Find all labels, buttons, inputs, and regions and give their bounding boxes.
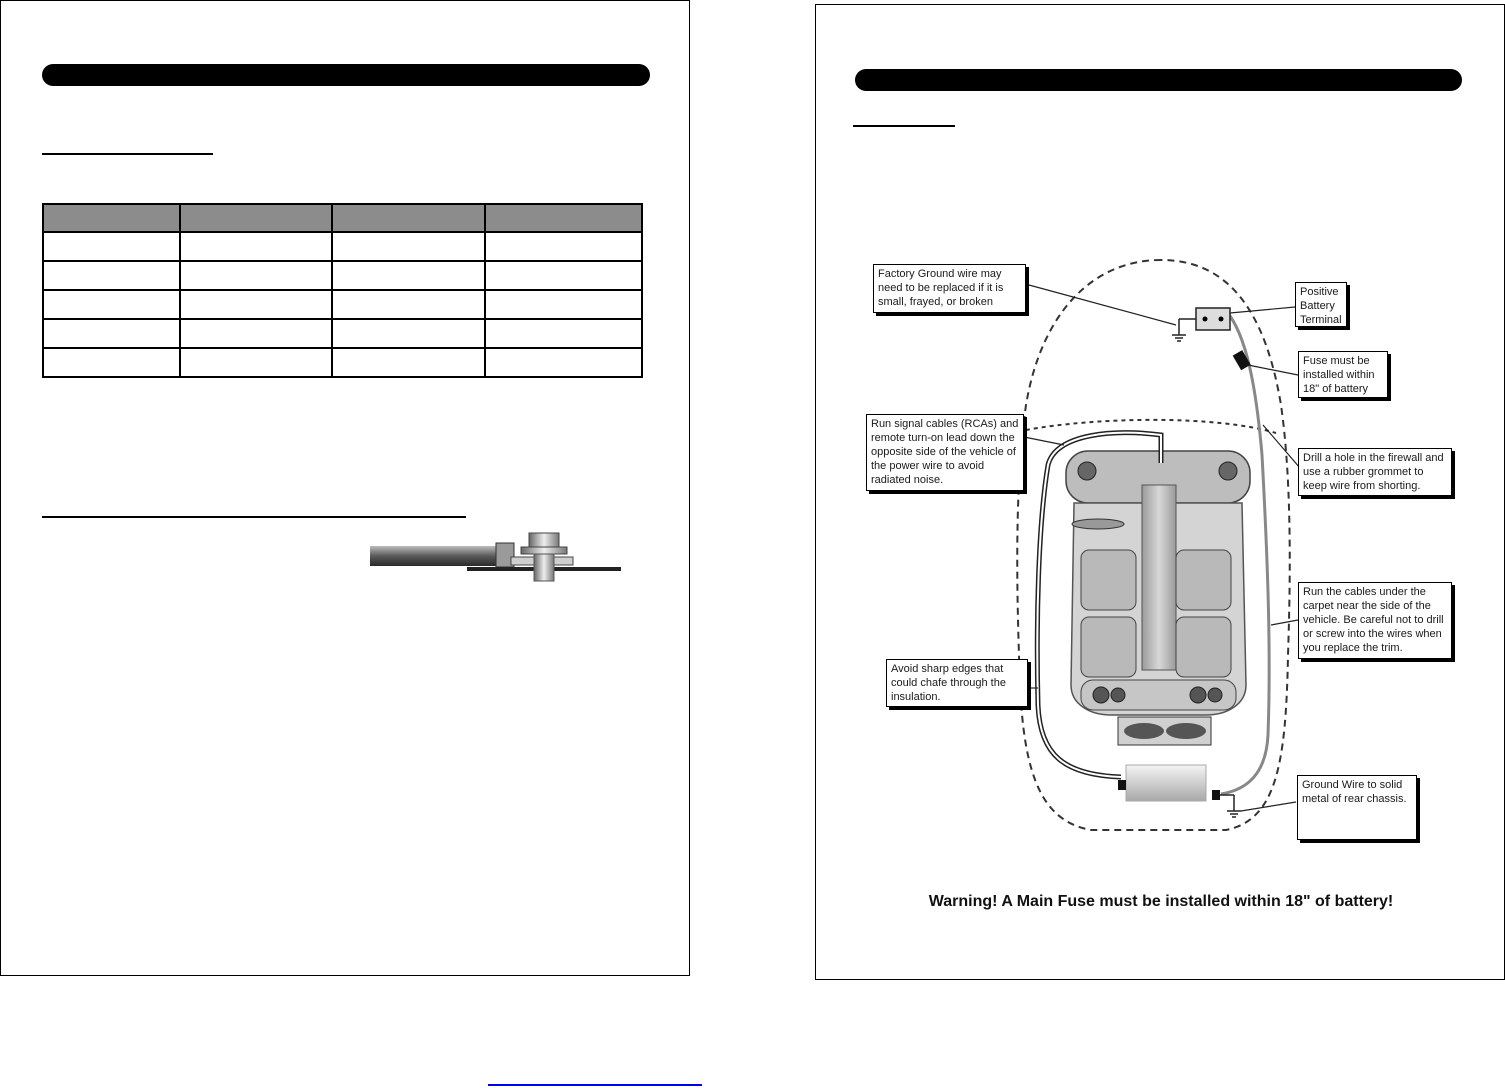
table-row xyxy=(42,259,643,291)
section-heading-underline xyxy=(42,516,466,518)
table-row xyxy=(42,346,643,379)
callout-firewall: Drill a hole in the firewall and use a r… xyxy=(1298,448,1452,496)
table-cell xyxy=(42,259,181,291)
table-cell xyxy=(179,317,333,349)
table-row xyxy=(42,288,643,320)
battery xyxy=(1195,307,1231,331)
table-cell xyxy=(484,317,643,349)
factory-ground-symbol xyxy=(1172,318,1196,342)
table-header-cell xyxy=(331,203,486,233)
table-cell xyxy=(42,288,181,320)
rear-speaker-left xyxy=(1092,686,1110,704)
speaker-front-right xyxy=(1218,461,1238,481)
right-page: Factory Ground wire may need to be repla… xyxy=(815,4,1505,980)
table-cell xyxy=(484,259,643,291)
main-fuse-warning: Warning! A Main Fuse must be installed w… xyxy=(928,893,1394,910)
rear-speaker-left-2 xyxy=(1110,687,1126,703)
vehicle-outline xyxy=(1016,258,1291,831)
table-header-cell xyxy=(42,203,181,233)
chassis-ground-symbol xyxy=(1220,794,1241,818)
table-cell xyxy=(331,288,486,320)
table-cell xyxy=(331,259,486,291)
section-heading-underline xyxy=(853,125,955,127)
table-cell xyxy=(179,259,333,291)
callout-signal-cables: Run signal cables (RCAs) and remote turn… xyxy=(866,414,1024,491)
seat-front-right xyxy=(1175,549,1232,611)
footer-link-underline[interactable] xyxy=(488,1084,702,1086)
seat-front-left xyxy=(1080,549,1137,611)
table-cell xyxy=(484,346,643,379)
power-wire xyxy=(1220,311,1271,796)
table-cell xyxy=(331,230,486,262)
wire-gauge-table xyxy=(42,203,643,379)
table-header-cell xyxy=(484,203,643,233)
ring-terminal-illustration xyxy=(370,532,621,582)
center-console xyxy=(1141,484,1177,671)
table-cell xyxy=(179,346,333,379)
callout-factory-ground: Factory Ground wire may need to be repla… xyxy=(873,264,1026,313)
section-heading-underline xyxy=(42,153,213,155)
right-title-bar xyxy=(855,69,1462,91)
callout-positive-terminal: Positive Battery Terminal xyxy=(1295,282,1347,327)
table-row xyxy=(42,230,643,262)
callout-ground-wire: Ground Wire to solid metal of rear chass… xyxy=(1297,775,1417,840)
callout-under-carpet: Run the cables under the carpet near the… xyxy=(1298,582,1452,659)
rear-speaker-right xyxy=(1189,686,1207,704)
table-cell xyxy=(179,230,333,262)
steering-wheel xyxy=(1071,518,1125,530)
speaker-front-left xyxy=(1077,461,1097,481)
table-cell xyxy=(331,346,486,379)
table-header-cell xyxy=(179,203,333,233)
table-cell xyxy=(42,346,181,379)
table-cell xyxy=(42,317,181,349)
table-cell xyxy=(484,230,643,262)
table-cell xyxy=(331,317,486,349)
table-cell xyxy=(484,288,643,320)
firewall-line xyxy=(1025,418,1277,434)
rear-speaker-right-2 xyxy=(1207,687,1223,703)
inline-fuse xyxy=(1232,350,1251,371)
amplifier xyxy=(1125,764,1207,802)
callout-fuse: Fuse must be installed within 18" of bat… xyxy=(1298,351,1388,398)
vehicle-wiring-diagram xyxy=(1016,258,1301,831)
table-cell xyxy=(42,230,181,262)
table-cell xyxy=(179,288,333,320)
seat-rear-left xyxy=(1080,616,1137,678)
table-row xyxy=(42,317,643,349)
table-header-row xyxy=(42,203,643,233)
left-page xyxy=(0,0,690,976)
left-title-bar xyxy=(42,64,650,86)
callout-sharp-edges: Avoid sharp edges that could chafe throu… xyxy=(886,659,1028,707)
seat-rear-right xyxy=(1175,616,1232,678)
